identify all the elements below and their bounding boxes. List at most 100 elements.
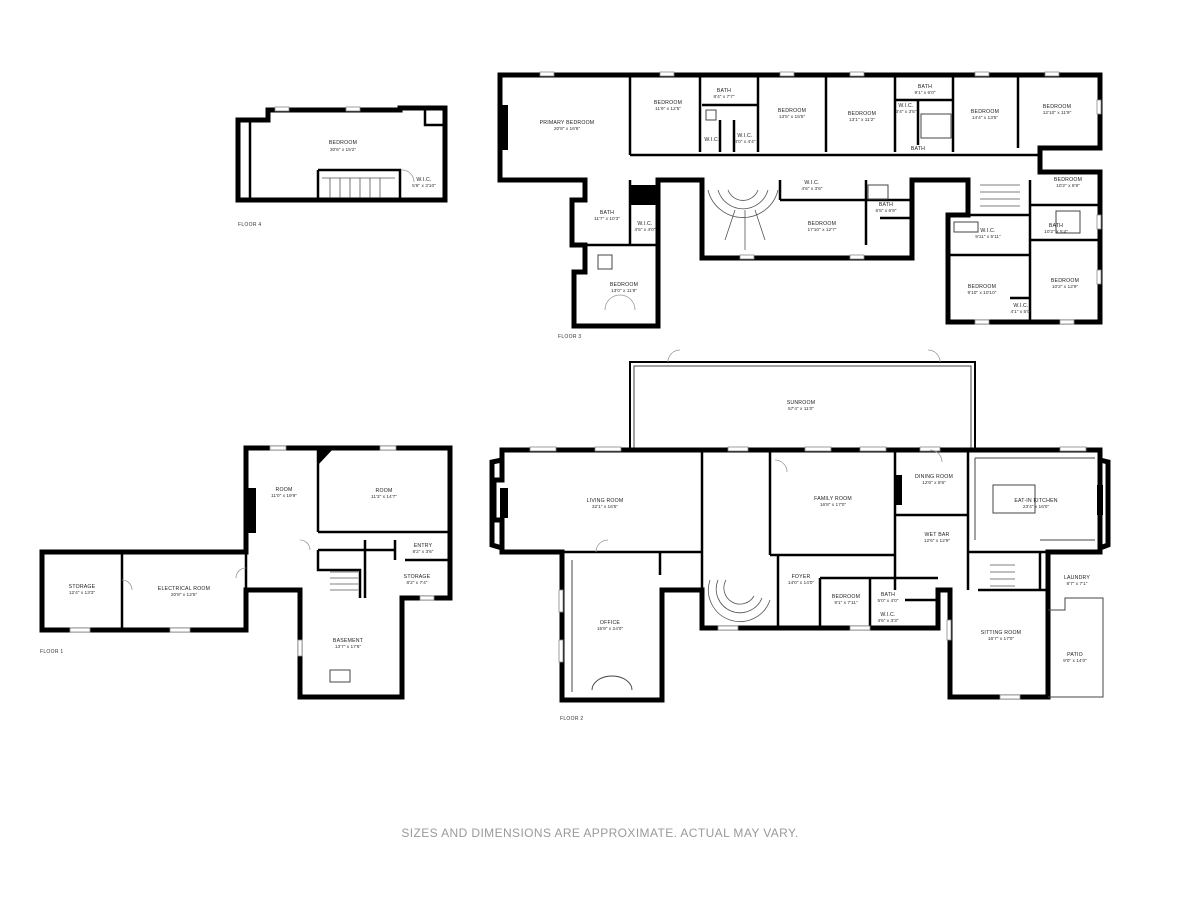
wet-bar-label: WET BAR — [925, 532, 950, 538]
family-room-dim: 16'8" x 17'0" — [820, 502, 847, 508]
f1-room-a-dim: 11'0" x 19'9" — [271, 493, 297, 499]
f3-wic-d-dim: 4'5" x 4'0" — [635, 227, 656, 233]
sunroom-label: SUNROOM — [787, 400, 816, 406]
f3-bath-a-dim: 8'4" x 7'7" — [714, 94, 735, 100]
f3-bedroom-c-label: BEDROOM — [848, 111, 876, 117]
f3-bedroom-a-label: BEDROOM — [654, 100, 682, 106]
dining-room-dim: 12'6" x 8'6" — [922, 480, 946, 486]
floor2-label: FLOOR 2 — [560, 716, 584, 722]
f2-wic-label: W.I.C. — [880, 612, 895, 618]
f1-room-a-label: ROOM — [276, 487, 293, 493]
floor4-wic-dim: 5'6" x 3'10" — [412, 183, 436, 189]
f3-bath-d-dim: 11'7" x 10'3" — [594, 216, 620, 222]
f2-bedroom-label: BEDROOM — [832, 594, 860, 600]
floor4-bedroom-dim: 30'6" x 15'2" — [330, 147, 357, 153]
f3-bedroom-g-dim: 17'10" x 12'7" — [808, 227, 837, 233]
sitting-room-label: SITTING ROOM — [981, 630, 1021, 636]
f3-bath-b-label: BATH — [918, 84, 932, 90]
f3-bedroom-i-label: BEDROOM — [968, 284, 996, 290]
floor-1-plan: STORAGE 12'4" x 13'3" ELECTRICAL ROOM 20… — [39, 445, 453, 700]
basement-label: BASEMENT — [333, 638, 364, 644]
primary-bedroom-label: PRIMARY BEDROOM — [540, 120, 595, 126]
floor-2-plan: SUNROOM 57'4" x 11'0" LIVING ROOM 32'1" … — [489, 349, 1111, 722]
f3-bedroom-e-dim: 12'10" x 11'9" — [1043, 110, 1072, 116]
floor4-label: FLOOR 4 — [238, 222, 262, 228]
f3-bath-c-label: BATH — [911, 146, 925, 152]
f1-storage-b-dim: 8'2" x 7'4" — [407, 580, 428, 586]
foyer-label: FOYER — [792, 574, 811, 580]
f3-wic-a-label: W.I.C. — [737, 133, 752, 139]
basement-dim: 13'7" x 17'6" — [335, 644, 362, 650]
eat-in-kitchen-label: EAT-IN KITCHEN — [1014, 498, 1057, 504]
f3-wic-g-dim: 4'1" x 5'0" — [1011, 309, 1032, 315]
office-label: OFFICE — [600, 620, 621, 626]
f3-bedroom-f-label: BEDROOM — [1054, 177, 1082, 183]
f3-wic-f-label: W.I.C. — [980, 228, 995, 234]
patio-label: PATIO — [1067, 652, 1083, 658]
f3-wic-b-label: W.I.C. — [704, 137, 719, 143]
f3-bedroom-b-label: BEDROOM — [778, 108, 806, 114]
floor-3-plan: PRIMARY BEDROOM 20'8" x 16'6" BEDROOM 11… — [497, 71, 1103, 340]
f2-bath-dim: 5'0" x 4'0" — [878, 598, 899, 604]
floor1-label: FLOOR 1 — [40, 649, 64, 655]
f3-wic-e-label: W.I.C. — [804, 180, 819, 186]
f1-storage-a-label: STORAGE — [69, 584, 96, 590]
sitting-room-dim: 16'7" x 17'0" — [988, 636, 1015, 642]
f3-bedroom-j-dim: 10'2" x 12'9" — [1052, 284, 1079, 290]
living-room-label: LIVING ROOM — [587, 498, 624, 504]
f3-bedroom-d-label: BEDROOM — [971, 109, 999, 115]
wet-bar-dim: 12'6" x 12'9" — [924, 538, 951, 544]
f2-wic-dim: 4'6" x 3'3" — [878, 618, 899, 624]
floor4-wic-label: W.I.C. — [416, 177, 431, 183]
f3-bedroom-b-dim: 13'5" x 15'5" — [779, 114, 806, 120]
f3-bedroom-i-dim: 9'10" x 10'10" — [968, 290, 997, 296]
electrical-room-label: ELECTRICAL ROOM — [158, 586, 210, 592]
floor-4-plan: BEDROOM 30'6" x 15'2" W.I.C. 5'6" x 3'10… — [235, 105, 448, 228]
primary-bedroom-dim: 20'8" x 16'6" — [554, 126, 581, 132]
f3-wic-d-label: W.I.C. — [637, 221, 652, 227]
family-room-label: FAMILY ROOM — [814, 496, 852, 502]
f3-bedroom-f-dim: 10'2" x 8'9" — [1056, 183, 1080, 189]
f3-bedroom-h-dim: 13'0" x 11'8" — [611, 288, 637, 294]
f3-bedroom-a-dim: 11'9" x 12'5" — [655, 106, 681, 112]
f3-bath-f-dim: 10'2" x 5'4" — [1044, 229, 1068, 235]
floor4-bedroom-label: BEDROOM — [329, 140, 357, 146]
dining-room-label: DINING ROOM — [915, 474, 953, 480]
f3-bedroom-j-label: BEDROOM — [1051, 278, 1079, 284]
f3-bath-e-label: BATH — [879, 202, 893, 208]
laundry-dim: 8'7" x 7'1" — [1067, 581, 1088, 587]
f3-bedroom-g-label: BEDROOM — [808, 221, 836, 227]
f3-bedroom-c-dim: 13'1" x 11'2" — [849, 117, 875, 123]
f1-entry-label: ENTRY — [414, 543, 433, 549]
eat-in-kitchen-dim: 23'4" x 16'0" — [1023, 504, 1050, 510]
f3-wic-c-dim: 3'4" x 3'5" — [896, 109, 917, 115]
floor3-label: FLOOR 3 — [558, 334, 582, 340]
f1-storage-a-dim: 12'4" x 13'3" — [69, 590, 96, 596]
living-room-dim: 32'1" x 16'5" — [592, 504, 619, 510]
f3-bath-e-dim: 6'5" x 6'9" — [876, 208, 897, 214]
f3-bath-b-dim: 9'1" x 6'0" — [915, 90, 936, 96]
foyer-dim: 14'0" x 14'0" — [788, 580, 815, 586]
f1-room-b-dim: 11'3" x 14'7" — [371, 494, 397, 500]
sunroom-dim: 57'4" x 11'0" — [788, 406, 814, 412]
f3-bedroom-e-label: BEDROOM — [1043, 104, 1071, 110]
f3-bath-d-label: BATH — [600, 210, 614, 216]
disclaimer-text: SIZES AND DIMENSIONS ARE APPROXIMATE. AC… — [401, 826, 799, 840]
f3-wic-e-dim: 4'6" x 3'6" — [802, 186, 823, 192]
f2-bath-label: BATH — [881, 592, 895, 598]
f3-wic-c-label: W.I.C. — [898, 103, 913, 109]
laundry-label: LAUNDRY — [1064, 575, 1090, 581]
patio-dim: 9'0" x 14'0" — [1063, 658, 1087, 664]
electrical-room-dim: 20'8" x 12'5" — [171, 592, 198, 598]
f1-storage-b-label: STORAGE — [404, 574, 431, 580]
f3-bedroom-d-dim: 14'4" x 13'5" — [972, 115, 999, 121]
f3-wic-g-label: W.I.C. — [1013, 303, 1028, 309]
f3-bath-a-label: BATH — [717, 88, 731, 94]
office-dim: 15'9" x 24'0" — [597, 626, 624, 632]
f1-entry-dim: 8'2" x 3'6" — [413, 549, 434, 555]
f2-bedroom-dim: 9'1" x 7'11" — [834, 600, 858, 606]
f1-room-b-label: ROOM — [376, 488, 393, 494]
f3-wic-f-dim: 9'11" x 5'11" — [975, 234, 1001, 240]
f3-bedroom-h-label: BEDROOM — [610, 282, 638, 288]
